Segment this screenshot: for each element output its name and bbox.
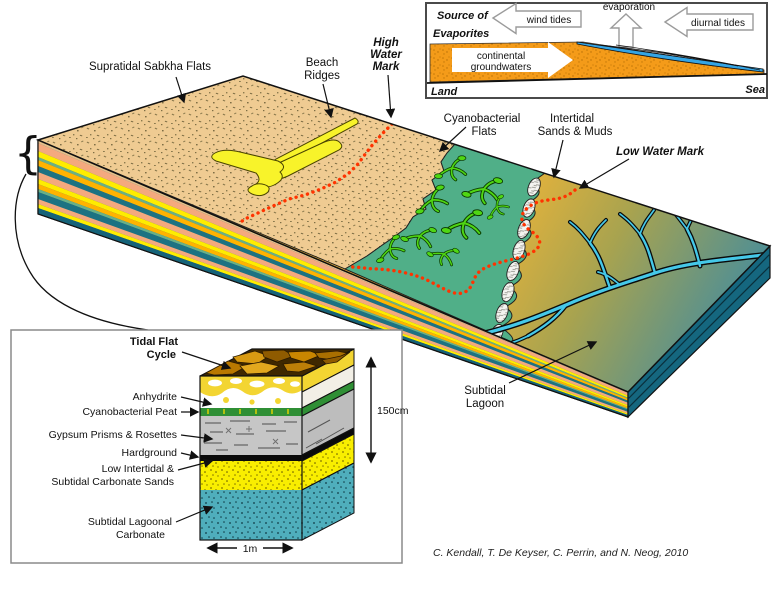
layer-hardground xyxy=(200,455,302,461)
arrow-hardground xyxy=(180,450,200,460)
arrow-cyanobacterial-flats xyxy=(438,126,467,152)
label-high-water-mark-2: Water xyxy=(370,49,402,61)
label-groundwaters-2: groundwaters xyxy=(471,62,532,73)
label-beach-ridges-1: Beach xyxy=(306,57,339,69)
label-high-water-mark-3: Mark xyxy=(373,61,400,73)
evaporites-inset: Source of Evaporites wind tides evaporat… xyxy=(425,2,768,99)
main-labels: Supratidal Sabkha Flats Beach Ridges Hig… xyxy=(89,37,705,410)
cycle-brace: { xyxy=(14,128,42,179)
label-intertidal-2: Sands & Muds xyxy=(538,126,613,138)
arrow-intertidal xyxy=(551,139,564,179)
arrow-supratidal xyxy=(175,76,187,104)
label-sea: Sea xyxy=(745,84,765,96)
label-cyanobacterial-flats-2: Flats xyxy=(472,126,497,138)
channel-mouth-gravel-patches xyxy=(490,177,541,343)
label-high-water-mark-1: High xyxy=(373,37,399,49)
layer-lagoonal-carbonate xyxy=(200,490,302,540)
label-gypsum: Gypsum Prisms & Rosettes xyxy=(49,429,177,441)
cycle-block-top-face xyxy=(199,348,355,377)
block-top-outline xyxy=(35,75,772,393)
groundwaters-arrow-icon xyxy=(452,42,573,78)
label-land: Land xyxy=(431,86,458,98)
sea-layer-lines xyxy=(599,44,761,71)
high-water-mark-line xyxy=(236,122,394,226)
label-tidal-flat-cycle-1: Tidal Flat xyxy=(130,336,178,348)
arrow-gypsum xyxy=(180,433,214,443)
label-scale-1m: 1m xyxy=(243,543,258,555)
sea-wedge xyxy=(576,41,764,73)
label-evaporation: evaporation xyxy=(603,2,655,13)
label-intertidal-1: Intertidal xyxy=(550,113,594,125)
arrow-low-water-mark xyxy=(578,158,630,189)
label-subtidal-lagoonal-1: Subtidal Lagoonal xyxy=(88,516,172,528)
label-groundwaters-1: continental xyxy=(477,51,525,62)
arrow-subtidal-lagoonal xyxy=(175,505,214,523)
evap-title-1: Source of xyxy=(437,10,489,22)
arrow-anhydrite xyxy=(180,396,213,407)
brace-connector-line xyxy=(14,173,149,331)
label-tidal-flat-cycle-2: Cycle xyxy=(147,349,176,361)
label-cyanobacterial-peat: Cyanobacterial Peat xyxy=(82,406,177,418)
label-supratidal-sabkha-flats: Supratidal Sabkha Flats xyxy=(89,61,211,73)
attribution-text: C. Kendall, T. De Keyser, C. Perrin, and… xyxy=(433,547,688,559)
label-cyanobacterial-flats-1: Cyanobacterial xyxy=(444,113,521,125)
label-wind-tides: wind tides xyxy=(526,15,571,26)
label-low-intertidal-1: Low Intertidal & xyxy=(102,463,174,475)
arrow-high-water-mark xyxy=(385,74,396,119)
layer-carbonate-sands xyxy=(200,461,302,490)
label-subtidal-lagoon-1: Subtidal xyxy=(464,385,506,397)
section-baseline xyxy=(426,73,768,84)
label-diurnal-tides: diurnal tides xyxy=(691,18,745,29)
diurnal-tides-arrow-icon xyxy=(663,6,754,38)
cycle-block-right-face xyxy=(301,348,355,541)
evap-title-2: Evaporites xyxy=(433,28,489,40)
label-low-intertidal-2: Subtidal Carbonate Sands xyxy=(51,476,174,488)
cycle-block-front-face xyxy=(199,375,303,541)
strata-side-face xyxy=(37,139,629,418)
label-scale-150cm: 150cm xyxy=(377,405,409,417)
layer-peat xyxy=(200,408,302,416)
low-water-mark-line xyxy=(350,188,577,296)
arrow-beach-ridges xyxy=(322,83,334,119)
evaporation-arrow-icon xyxy=(609,13,643,48)
arrow-tidal-flat-cycle xyxy=(181,351,232,370)
arrow-low-intertidal xyxy=(177,458,214,471)
beach-ridges-shapes xyxy=(211,117,359,197)
label-low-water-mark: Low Water Mark xyxy=(616,146,705,158)
label-beach-ridges-2: Ridges xyxy=(304,70,340,82)
label-hardground: Hardground xyxy=(122,447,178,459)
label-subtidal-lagoonal-2: Carbonate xyxy=(116,529,165,541)
label-subtidal-lagoon-2: Lagoon xyxy=(466,398,504,410)
cycle-inset: Tidal Flat Cycle Anhydrite Cyanobacteria… xyxy=(10,329,409,564)
wind-tides-arrow-icon xyxy=(491,2,582,35)
main-block xyxy=(35,75,772,419)
arrow-subtidal-lagoon xyxy=(508,341,598,384)
label-anhydrite: Anhydrite xyxy=(133,391,178,403)
